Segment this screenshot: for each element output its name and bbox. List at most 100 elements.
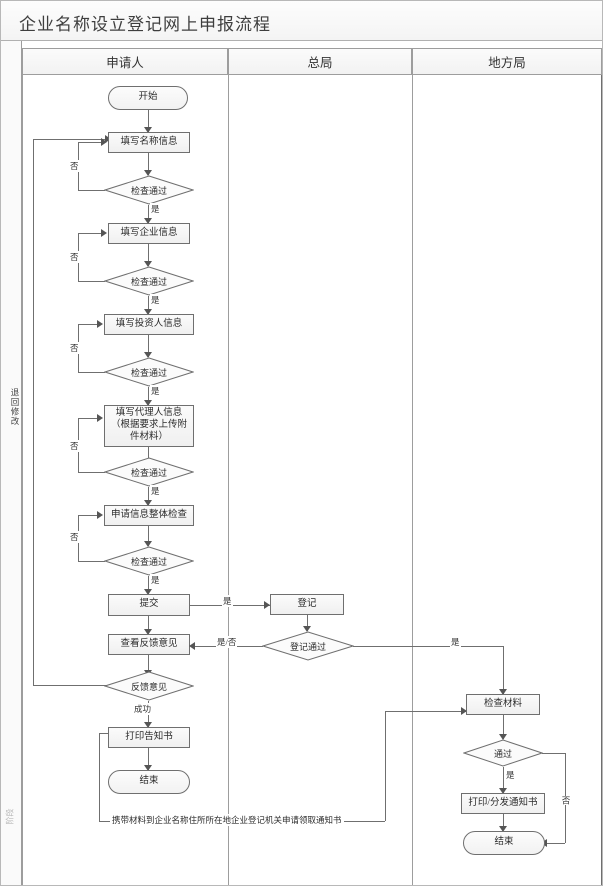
edge-check4-yes-arrow	[144, 500, 152, 506]
edge-registerpass-to-local-arrow	[499, 689, 507, 695]
node-register[interactable]: 登记	[270, 594, 344, 615]
node-end-applicant-label: 结束	[139, 776, 159, 787]
edge-check3-yes-arrow	[144, 400, 152, 406]
return-loop-vertical	[33, 139, 34, 685]
edge-start-to-fillname	[148, 110, 149, 132]
edge-check3-no-arrow	[97, 320, 103, 328]
edge-registerpass-to-local-down	[503, 646, 504, 694]
node-check5[interactable]: 检查通过	[104, 546, 194, 576]
edge-check3-yes	[148, 387, 149, 405]
edge-feedback-success-label: 成功	[133, 703, 153, 715]
node-end-applicant[interactable]: 结束	[108, 770, 190, 794]
edge-check1-yes-label: 是	[150, 203, 161, 215]
node-end-local[interactable]: 结束	[463, 831, 545, 855]
node-print-distribute[interactable]: 打印/分发通知书	[461, 793, 545, 814]
node-fill-investor[interactable]: 填写投资人信息	[104, 314, 194, 335]
edge-printdistribute-to-end	[503, 814, 504, 830]
edge-registerpass-yes-label: 是	[450, 636, 461, 648]
node-start-label: 开始	[138, 92, 158, 103]
node-pass-label: 通过	[493, 748, 512, 759]
node-check1-label: 检查通过	[130, 185, 167, 196]
node-fill-agent[interactable]: 填写代理人信息（根据要求上传附件材料）	[104, 405, 194, 447]
lane-header-applicant-label: 申请人	[106, 56, 144, 70]
edge-viewfeedback-to-feedback	[148, 655, 149, 675]
lane-body-headquarters	[228, 75, 412, 885]
bottom-rail-arrow	[461, 707, 467, 715]
node-submit[interactable]: 提交	[108, 594, 190, 616]
lane-body-local-bureau	[412, 75, 602, 885]
node-fill-name[interactable]: 填写名称信息	[108, 132, 190, 153]
edge-registerpass-left-arrow	[189, 642, 195, 650]
node-fill-company-label: 填写企业信息	[120, 227, 178, 238]
edge-fillname-arrow	[144, 170, 152, 176]
edge-check1-yes	[148, 205, 149, 223]
edge-check3-no-top	[78, 324, 100, 325]
node-fill-company[interactable]: 填写企业信息	[108, 223, 190, 244]
edge-pass-yes	[503, 767, 504, 793]
edge-overall-arrow	[144, 541, 152, 547]
edge-check5-yes-label: 是	[150, 574, 161, 586]
edge-feedback-success-arrow	[144, 722, 152, 728]
edge-check5-yes-arrow	[144, 589, 152, 595]
lane-header-headquarters: 总局	[228, 48, 412, 75]
edge-check2-yes-label: 是	[150, 294, 161, 306]
edge-pass-no-bottom	[545, 843, 565, 844]
node-end-local-label: 结束	[494, 837, 514, 848]
edge-check4-yes-label: 是	[150, 485, 161, 497]
gutter-stage-label: 阶段	[5, 808, 15, 825]
node-print-notice-label: 打印告知书	[125, 731, 173, 742]
node-check2[interactable]: 检查通过	[104, 266, 194, 296]
node-feedback[interactable]: 反馈意见	[104, 671, 194, 701]
edge-print-to-end	[148, 748, 149, 770]
edge-check1-yes-arrow	[144, 218, 152, 224]
node-pass[interactable]: 通过	[463, 739, 543, 767]
node-view-feedback[interactable]: 查看反馈意见	[108, 634, 190, 655]
edge-registerpass-yesno-label: 是/否	[216, 636, 238, 648]
edge-pass-no-h	[542, 753, 565, 754]
edge-pass-yes-label: 是	[505, 769, 516, 781]
lane-body-applicant	[22, 75, 228, 885]
return-loop-label: 退回修改	[10, 388, 20, 426]
edge-register-to-pass	[307, 615, 308, 631]
node-check3-label: 检查通过	[130, 367, 167, 378]
edge-check1-no-label: 否	[69, 160, 80, 172]
node-register-pass-label: 登记通过	[289, 641, 326, 652]
edge-checkmaterials-arrow	[499, 734, 507, 740]
edge-check1-no-arrow	[101, 138, 107, 146]
edge-submit-to-register-arrow	[264, 601, 270, 609]
node-fill-name-label: 填写名称信息	[120, 136, 178, 147]
return-loop-top	[33, 139, 107, 140]
lane-header-headquarters-label: 总局	[307, 56, 333, 70]
node-check-materials[interactable]: 检查材料	[466, 694, 540, 715]
node-check4-label: 检查通过	[130, 467, 167, 478]
node-check4[interactable]: 检查通过	[104, 457, 194, 487]
edge-overall-to-check5	[148, 526, 149, 546]
node-check1[interactable]: 检查通过	[104, 175, 194, 205]
edge-check2-yes	[148, 296, 149, 314]
edge-check4-no-label: 否	[69, 440, 80, 452]
node-register-pass[interactable]: 登记通过	[262, 631, 354, 661]
edge-fillname-to-check1	[148, 153, 149, 175]
node-start[interactable]: 开始	[108, 86, 188, 110]
node-print-notice[interactable]: 打印告知书	[108, 727, 190, 748]
edge-check2-no-top	[78, 233, 104, 234]
node-check-materials-label: 检查材料	[483, 698, 522, 709]
bottom-rail-up	[385, 711, 386, 821]
node-overall-check[interactable]: 申请信息整体检查	[104, 505, 194, 526]
edge-check3-no-h	[78, 372, 105, 373]
edge-submit-to-viewfeedback	[148, 616, 149, 634]
edge-check2-no-arrow	[101, 229, 107, 237]
page-title: 企业名称设立登记网上申报流程	[19, 15, 271, 34]
edge-fillcompany-to-check2	[148, 244, 149, 266]
edge-printdistribute-arrow	[499, 826, 507, 832]
edge-fillagent-to-check4	[148, 447, 149, 467]
edge-check5-no-top	[78, 515, 100, 516]
edge-check1-no-h	[78, 190, 105, 191]
lane-right-border	[601, 75, 602, 885]
edge-submit-yes-label: 是	[222, 595, 233, 607]
edge-start-arrow	[144, 127, 152, 133]
node-check3[interactable]: 检查通过	[104, 357, 194, 387]
edge-fillinvestor-arrow	[144, 352, 152, 358]
